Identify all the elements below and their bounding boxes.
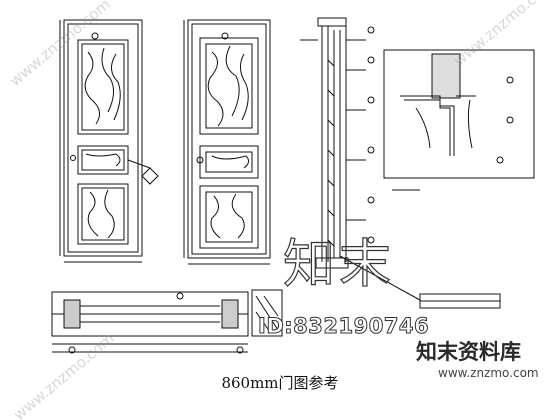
drawing-caption: 860mm门图参考 (221, 374, 339, 392)
door-section-vertical (300, 17, 366, 269)
title-block (339, 255, 501, 309)
detail-callout-box (383, 49, 535, 191)
callout-markers (68, 26, 514, 354)
watermark-logo: 知末 (282, 234, 396, 295)
watermark-brand: 知末资料库 (416, 340, 521, 364)
door-elevation-left (59, 19, 159, 263)
watermark-id: ID:832190746 (257, 314, 430, 339)
door-section-horizontal (51, 289, 283, 353)
watermark-url: www.znzmo.com (438, 366, 539, 380)
door-elevation-right (183, 19, 271, 265)
